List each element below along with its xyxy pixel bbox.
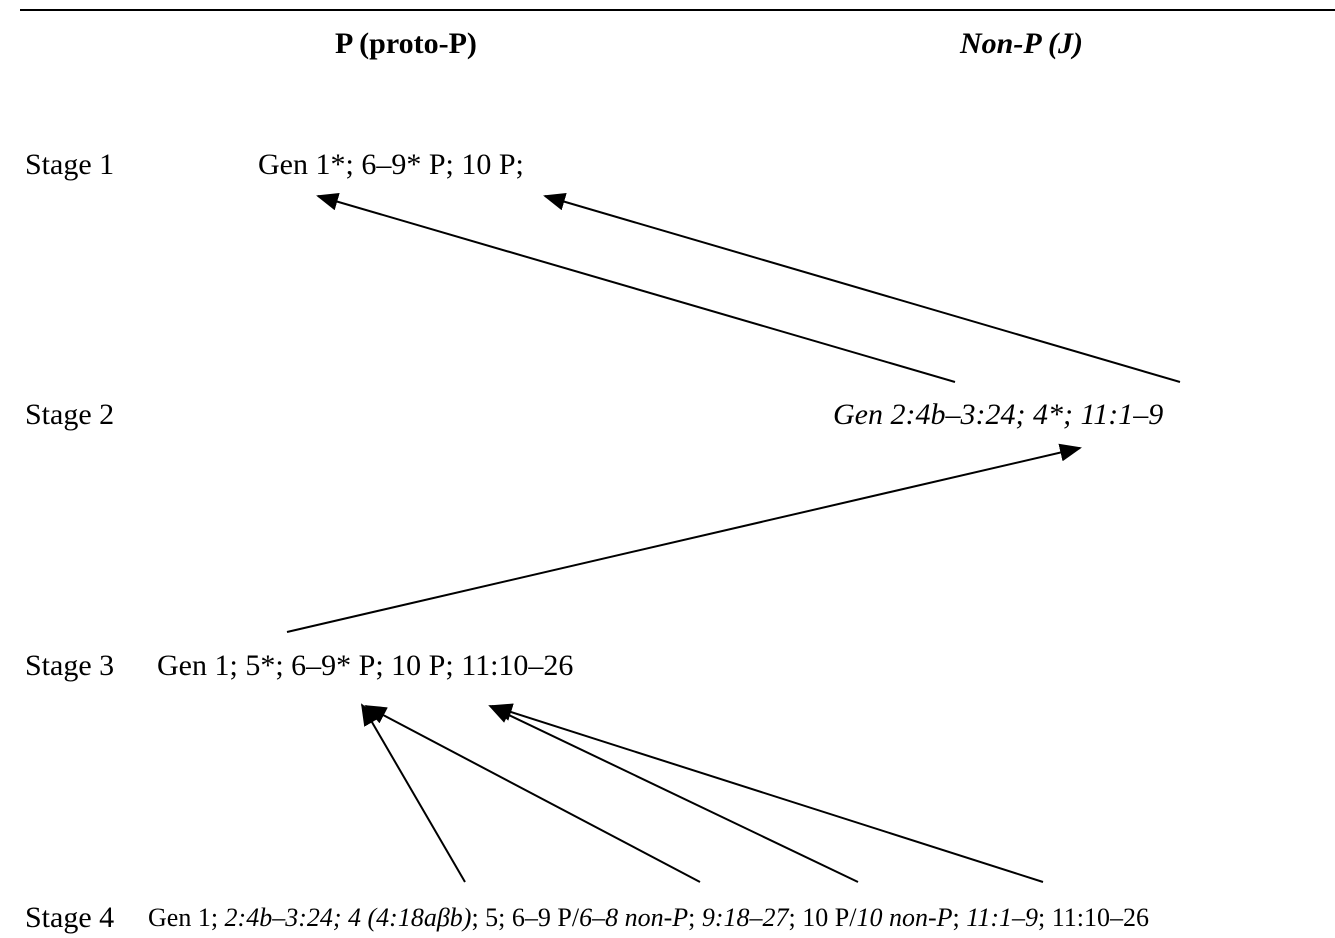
arrow-stage4-6-8-to-stage3-6-9 (364, 705, 701, 883)
stage-3-label: Stage 3 (25, 649, 115, 682)
stage-4-seg: ; (688, 903, 702, 932)
stage-4-seg: 6–8 non-P (579, 903, 689, 932)
top-rule (20, 9, 1335, 11)
arrow-stage3-gen1-to-stage2-4 (286, 443, 1082, 633)
stage-2-content: Gen 2:4b–3:24; 4*; 11:1–9 (833, 400, 1163, 430)
arrow-stage4-2:4b-to-stage3-6-9 (360, 703, 466, 883)
stage-1-text: Gen 1*; 6–9* P; 10 P; (258, 148, 524, 181)
column-header-nonp: Non-P (J) (960, 27, 1084, 60)
arrow-stage2-gen2-to-stage1-gen1 (316, 192, 956, 383)
arrow-stage4-9:18-to-stage3-10P (488, 705, 859, 883)
stage-4-label: Stage 4 (25, 901, 115, 934)
stage-2-label: Stage 2 (25, 398, 115, 431)
arrow-stage2-11-to-stage1-10P (543, 192, 1181, 383)
stage-4-seg: 2:4b–3:24; 4 (4:18aβb) (224, 903, 472, 932)
column-header-p: P (proto-P) (335, 27, 477, 60)
stage-2-text: Gen 2:4b–3:24; 4*; 11:1–9 (833, 398, 1164, 431)
stage-1-content: Gen 1*; 6–9* P; 10 P; (258, 150, 524, 180)
stage-4-seg: ; 5; 6–9 P/ (471, 903, 580, 932)
stage-1-label: Stage 1 (25, 148, 115, 181)
stage-4-seg: ; (952, 903, 967, 932)
stage-4-seg: ; 10 P/ (788, 903, 857, 932)
stage-4-content: Gen 1; 2:4b–3:24; 4 (4:18aβb); 5; 6–9 P/… (148, 905, 1149, 931)
stage-3-content: Gen 1; 5*; 6–9* P; 10 P; 11:10–26 (157, 651, 573, 681)
stage-4-seg: ; 11:10–26 (1037, 903, 1149, 932)
stage-4-seg: 9:18–27 (701, 903, 789, 932)
stage-4-seg: Gen 1; (148, 903, 225, 932)
stage-4-seg: 10 non-P (856, 903, 953, 932)
arrow-stage4-10nonP-to-stage3-10P (490, 703, 1044, 883)
stage-3-text: Gen 1; 5*; 6–9* P; 10 P; 11:10–26 (157, 649, 574, 682)
stage-4-seg: 11:1–9 (966, 903, 1038, 932)
